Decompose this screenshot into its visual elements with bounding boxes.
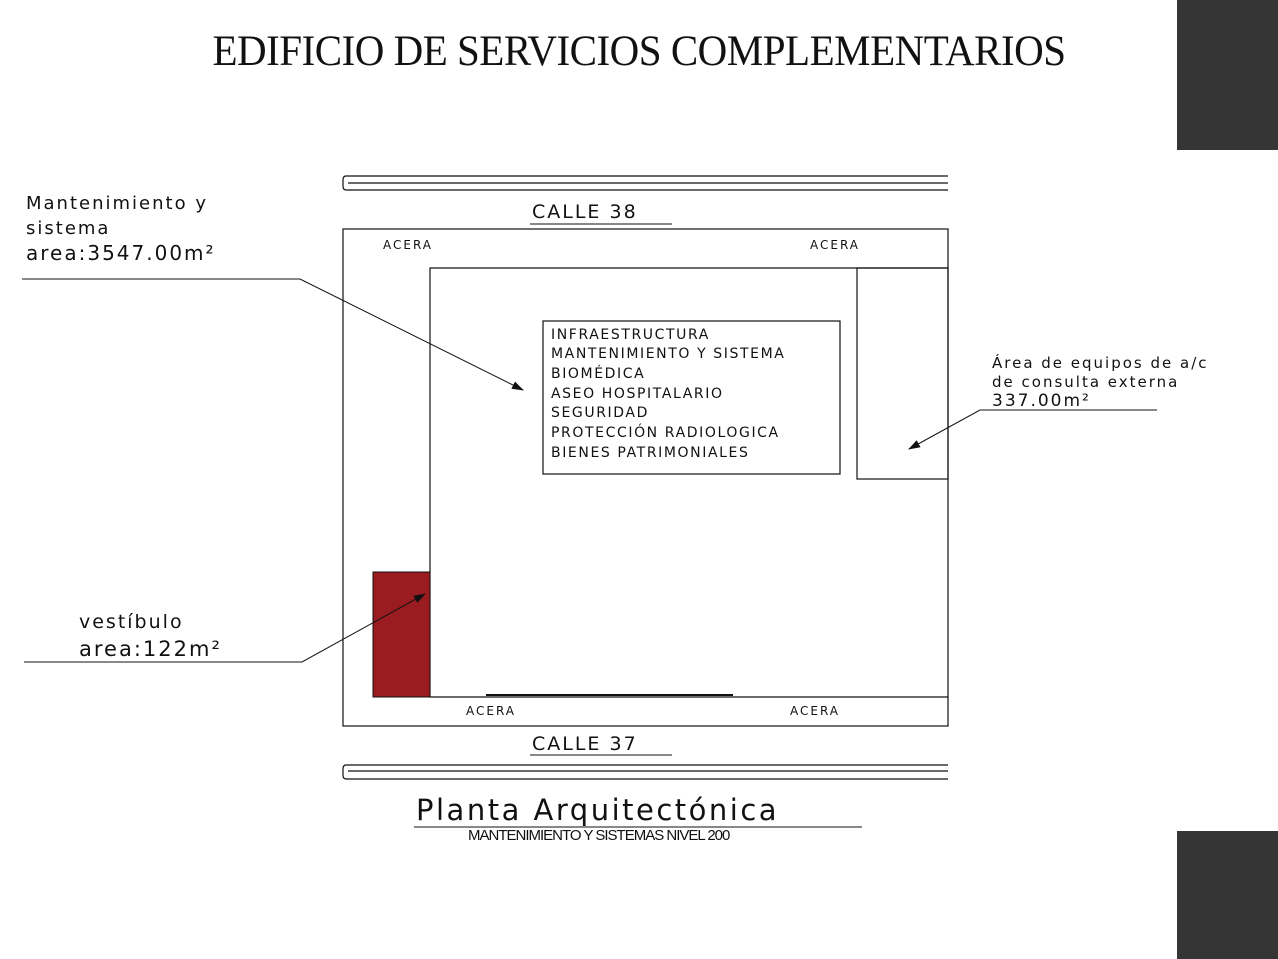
page-title: EDIFICIO DE SERVICIOS COMPLEMENTARIOS <box>212 25 1066 75</box>
drawing-caption: Planta Arquitectónica <box>416 793 779 827</box>
sidewalk-label-ne: ACERA <box>810 238 860 252</box>
sidewalk-label-nw: ACERA <box>383 238 433 252</box>
program-list-item: INFRAESTRUCTURA <box>551 327 710 343</box>
decorative-side-block-bottom <box>1177 831 1278 959</box>
program-list-item: BIOMÉDICA <box>551 365 645 382</box>
callout-ac-line3: 337.00m² <box>992 391 1091 411</box>
building-outline <box>429 267 948 697</box>
drawing-subcaption: MANTENIMIENTO Y SISTEMAS NIVEL 200 <box>468 827 730 844</box>
road-south <box>342 764 948 780</box>
program-list-item: SEGURIDAD <box>551 405 649 421</box>
program-list-item: PROTECCIÓN RADIOLOGICA <box>551 423 780 441</box>
callout-maintenance-leader <box>22 278 524 391</box>
decorative-side-block-top <box>1177 0 1278 150</box>
callout-lobby-leader <box>24 593 426 663</box>
callout-lobby: vestíbulo area:122m² <box>24 593 426 663</box>
lobby-area <box>372 571 431 698</box>
callout-maintenance-line2: sistema <box>26 218 110 239</box>
callout-ac-line2: de consulta externa <box>992 373 1179 391</box>
ac-equipment-area <box>856 267 949 480</box>
callout-maintenance-line3: area:3547.00m² <box>26 241 216 265</box>
road-north <box>342 175 948 191</box>
street-name-north: CALLE 38 <box>532 201 638 223</box>
callout-lobby-line2: area:122m² <box>79 637 222 661</box>
callout-maintenance: Mantenimiento y sistema area:3547.00m² <box>22 193 524 391</box>
callout-maintenance-line1: Mantenimiento y <box>26 193 208 214</box>
callout-ac-area: Área de equipos de a/c de consulta exter… <box>908 353 1209 450</box>
sidewalk-label-sw: ACERA <box>466 704 516 718</box>
program-list: INFRAESTRUCTURA MANTENIMIENTO Y SISTEMA … <box>551 327 785 461</box>
program-list-item: BIENES PATRIMONIALES <box>551 445 750 461</box>
callout-ac-leader <box>908 409 1157 450</box>
program-list-item: MANTENIMIENTO Y SISTEMA <box>551 346 785 362</box>
sidewalk-label-se: ACERA <box>790 704 840 718</box>
street-name-south: CALLE 37 <box>532 733 638 755</box>
callout-ac-line1: Área de equipos de a/c <box>992 353 1209 372</box>
program-list-box <box>542 320 841 475</box>
callout-lobby-line1: vestíbulo <box>79 611 184 633</box>
program-list-item: ASEO HOSPITALARIO <box>551 386 724 402</box>
